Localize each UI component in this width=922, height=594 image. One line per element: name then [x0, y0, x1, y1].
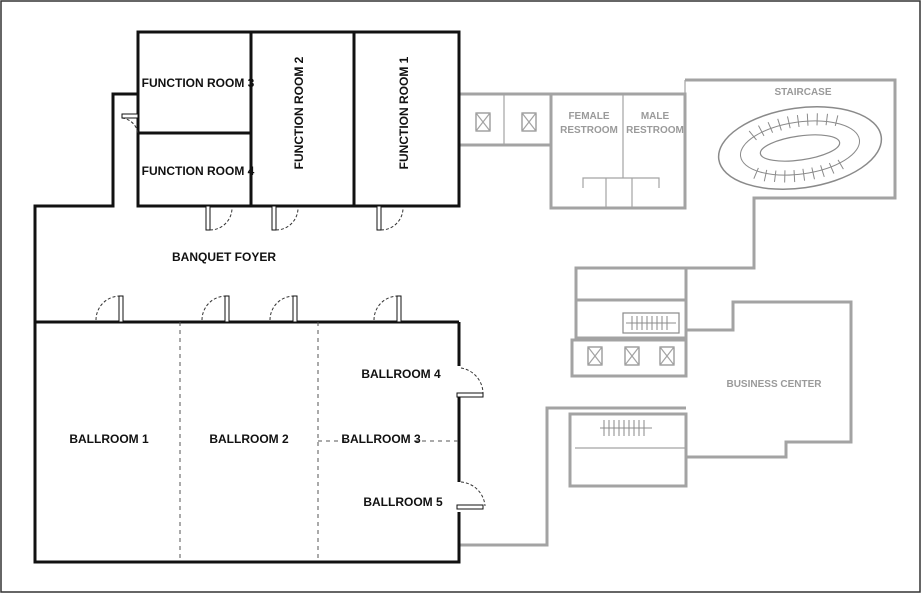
- door-icon: [95, 295, 124, 323]
- function-room-4-label: FUNCTION ROOM 4: [142, 164, 255, 178]
- secondary-area: [459, 78, 897, 547]
- male-restroom-label: RESTROOM: [626, 125, 684, 136]
- door-icon: [201, 295, 230, 323]
- elevator-icon: [659, 346, 675, 366]
- ballroom-1-label: BALLROOM 1: [69, 432, 149, 446]
- male-restroom-label: MALE: [641, 111, 670, 122]
- banquet-foyer-label: BANQUET FOYER: [172, 250, 276, 264]
- function-room-2-label: FUNCTION ROOM 2: [292, 56, 306, 169]
- elevator-icon: [521, 112, 537, 132]
- door-icon: [456, 481, 486, 510]
- female-restroom-label: RESTROOM: [560, 125, 618, 136]
- escalator-icon: [622, 312, 680, 334]
- door-icon: [376, 205, 404, 231]
- ballroom-5-label: BALLROOM 5: [363, 495, 443, 509]
- elevator-icon: [587, 346, 603, 366]
- elevator-icon: [624, 346, 640, 366]
- female-restroom-label: FEMALE: [568, 111, 609, 122]
- door-icon: [121, 113, 139, 135]
- main-walls: [33, 30, 461, 564]
- staircase-icon: [717, 106, 883, 190]
- door-icon: [269, 295, 298, 323]
- staircase-label: STAIRCASE: [774, 87, 831, 98]
- business-center-label: BUSINESS CENTER: [726, 379, 822, 390]
- elevator-icon: [475, 112, 491, 132]
- door-icon: [373, 295, 402, 323]
- function-room-1-label: FUNCTION ROOM 1: [397, 56, 411, 169]
- ballroom-3-label: BALLROOM 3: [341, 432, 421, 446]
- door-icon: [205, 205, 233, 231]
- function-room-3-label: FUNCTION ROOM 3: [142, 76, 255, 90]
- door-icon: [456, 367, 484, 398]
- ballroom-4-label: BALLROOM 4: [361, 367, 441, 381]
- door-icon: [271, 205, 299, 231]
- ballroom-2-label: BALLROOM 2: [209, 432, 289, 446]
- escalator-icon: [600, 420, 652, 436]
